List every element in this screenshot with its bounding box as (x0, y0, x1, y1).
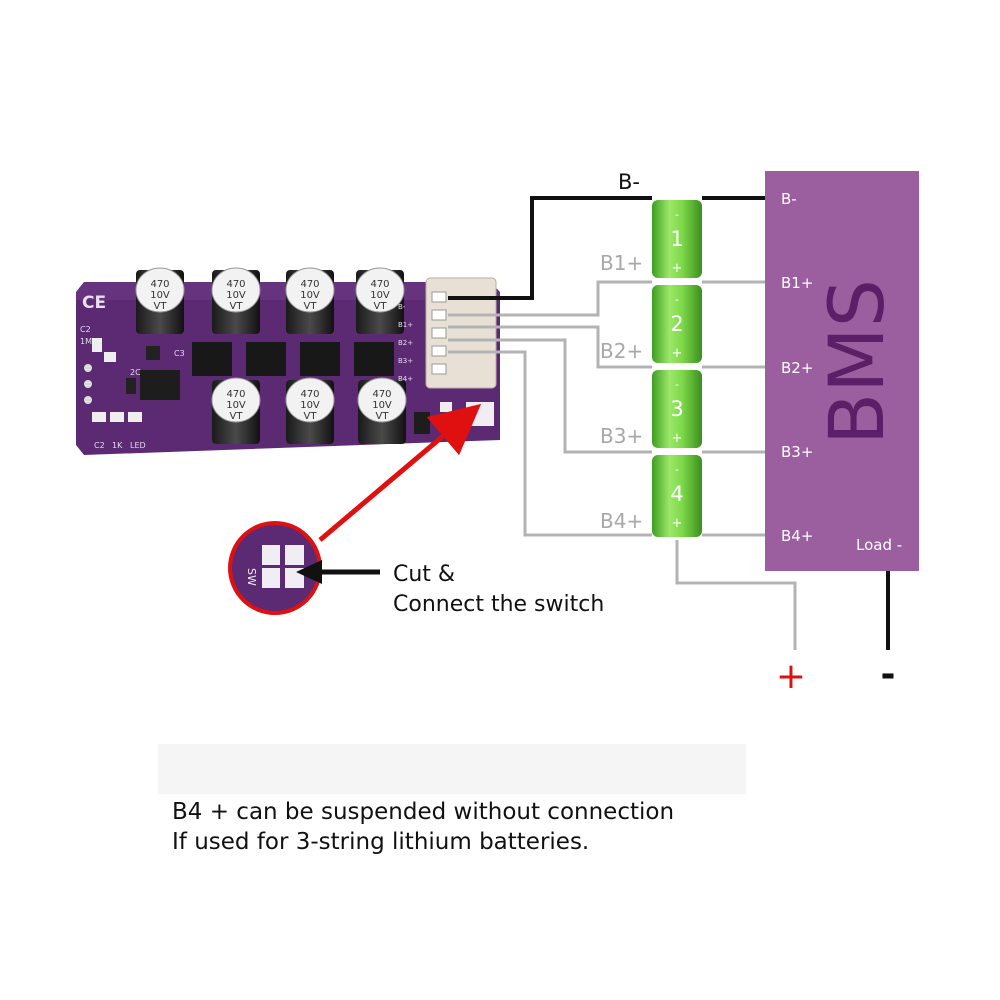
svg-text:10V: 10V (372, 400, 392, 411)
zoom-sw-label: SW (245, 568, 258, 586)
svg-text:10V: 10V (300, 400, 320, 411)
svg-text:-: - (675, 378, 679, 391)
svg-text:VT: VT (304, 301, 318, 312)
cut-instruction: Cut & Connect the switch (393, 560, 604, 620)
svg-text:VT: VT (230, 301, 244, 312)
svg-text:470: 470 (372, 389, 391, 400)
svg-text:1: 1 (670, 227, 683, 251)
label-b-minus-top: B- (618, 170, 640, 194)
bms-load-minus: Load - (856, 536, 902, 554)
pin-label-bminus: B- (398, 303, 406, 311)
svg-text:10V: 10V (226, 290, 246, 301)
cut-instruction-line2: Connect the switch (393, 592, 605, 617)
svg-text:+: + (672, 346, 683, 361)
svg-text:VT: VT (154, 301, 168, 312)
capacitor-row-bottom: 470 10V VT 470 10V VT 470 10V VT (211, 377, 407, 444)
bms-balancer-board: CE C2 1M C3 2C 1K LED C2 SW (76, 267, 500, 455)
silk-1m: 1M (80, 337, 92, 346)
battery-cell: 4 - + (652, 455, 702, 537)
bms-pin-b4: B4+ (781, 527, 813, 545)
svg-text:470: 470 (150, 279, 169, 290)
svg-text:10V: 10V (370, 290, 390, 301)
svg-text:4: 4 (670, 482, 683, 506)
silk-1k: 1K (112, 441, 123, 450)
red-pointer-arrow (318, 403, 482, 542)
ce-mark: CE (82, 293, 106, 313)
svg-text:470: 470 (300, 279, 319, 290)
bms-title: BMS (812, 279, 901, 445)
svg-text:+: + (672, 261, 683, 276)
wire-plus-out (675, 540, 797, 650)
svg-text:10V: 10V (150, 290, 170, 301)
svg-text:VT: VT (374, 301, 388, 312)
battery-cell: 1 - + (652, 200, 702, 278)
usage-note-line1: B4 + can be suspended without connection (172, 799, 675, 825)
capacitor-row-top: 470 10V VT 470 10V VT 470 10V VT (135, 267, 405, 334)
bms-pin-b3: B3+ (781, 443, 813, 461)
black-pointer-arrow (296, 560, 380, 584)
svg-text:470: 470 (370, 279, 389, 290)
note-band (158, 744, 746, 794)
svg-text:VT: VT (376, 411, 390, 422)
battery-stack: 1 - + 2 - + 3 - + 4 - + (652, 200, 702, 537)
capacitor: 470 10V VT (355, 267, 405, 334)
svg-text:-: - (675, 293, 679, 306)
svg-text:-: - (675, 463, 679, 476)
svg-text:-: - (675, 208, 679, 221)
bms-pin-b2: B2+ (781, 359, 813, 377)
bms-module: B- B1+ B2+ B3+ B4+ Load - BMS (765, 171, 919, 571)
label-b2-left: B2+ (600, 339, 643, 363)
capacitor: 470 10V VT (285, 267, 335, 334)
svg-text:3: 3 (670, 397, 683, 421)
silk-2c: 2C (130, 368, 141, 377)
svg-text:470: 470 (226, 279, 245, 290)
cut-instruction-line1: Cut & (393, 562, 456, 587)
svg-text:10V: 10V (226, 400, 246, 411)
capacitor: 470 10V VT (135, 267, 185, 334)
label-b3-left: B3+ (600, 424, 643, 448)
svg-text:10V: 10V (300, 290, 320, 301)
capacitor: 470 10V VT (211, 377, 261, 444)
capacitor: 470 10V VT (285, 377, 335, 444)
svg-text:470: 470 (300, 389, 319, 400)
usage-note-line2: If used for 3-string lithium batteries. (172, 829, 590, 855)
capacitor: 470 10V VT (357, 377, 407, 444)
svg-text:+: + (672, 516, 683, 531)
ic-chips (192, 342, 394, 376)
svg-text:VT: VT (230, 411, 244, 422)
silk-c3: C3 (174, 349, 185, 358)
svg-text:2: 2 (670, 312, 683, 336)
bms-pin-b1: B1+ (781, 274, 813, 292)
silk-led: LED (130, 441, 146, 450)
pin-label-b1: B1+ (398, 321, 413, 329)
wire-b-minus-black (448, 196, 652, 300)
svg-text:VT: VT (304, 411, 318, 422)
silk-c2b: C2 (94, 441, 105, 450)
label-b4-left: B4+ (600, 509, 643, 533)
pin-label-b4: B4+ (398, 375, 413, 383)
usage-note: B4 + can be suspended without connection… (172, 797, 674, 857)
minus-terminal: - (881, 654, 896, 695)
balance-connector: B- B1+ B2+ B3+ B4+ (398, 277, 497, 389)
svg-text:+: + (672, 431, 683, 446)
pin-label-b2: B2+ (398, 339, 413, 347)
battery-cell: 3 - + (652, 370, 702, 448)
silk-c2: C2 (80, 325, 91, 334)
bms-pin-bminus: B- (781, 190, 797, 208)
battery-cell: 2 - + (652, 285, 702, 363)
label-b1-left: B1+ (600, 251, 643, 275)
svg-text:470: 470 (226, 389, 245, 400)
plus-terminal: + (776, 656, 806, 697)
capacitor: 470 10V VT (211, 267, 261, 334)
pin-label-b3: B3+ (398, 357, 413, 365)
